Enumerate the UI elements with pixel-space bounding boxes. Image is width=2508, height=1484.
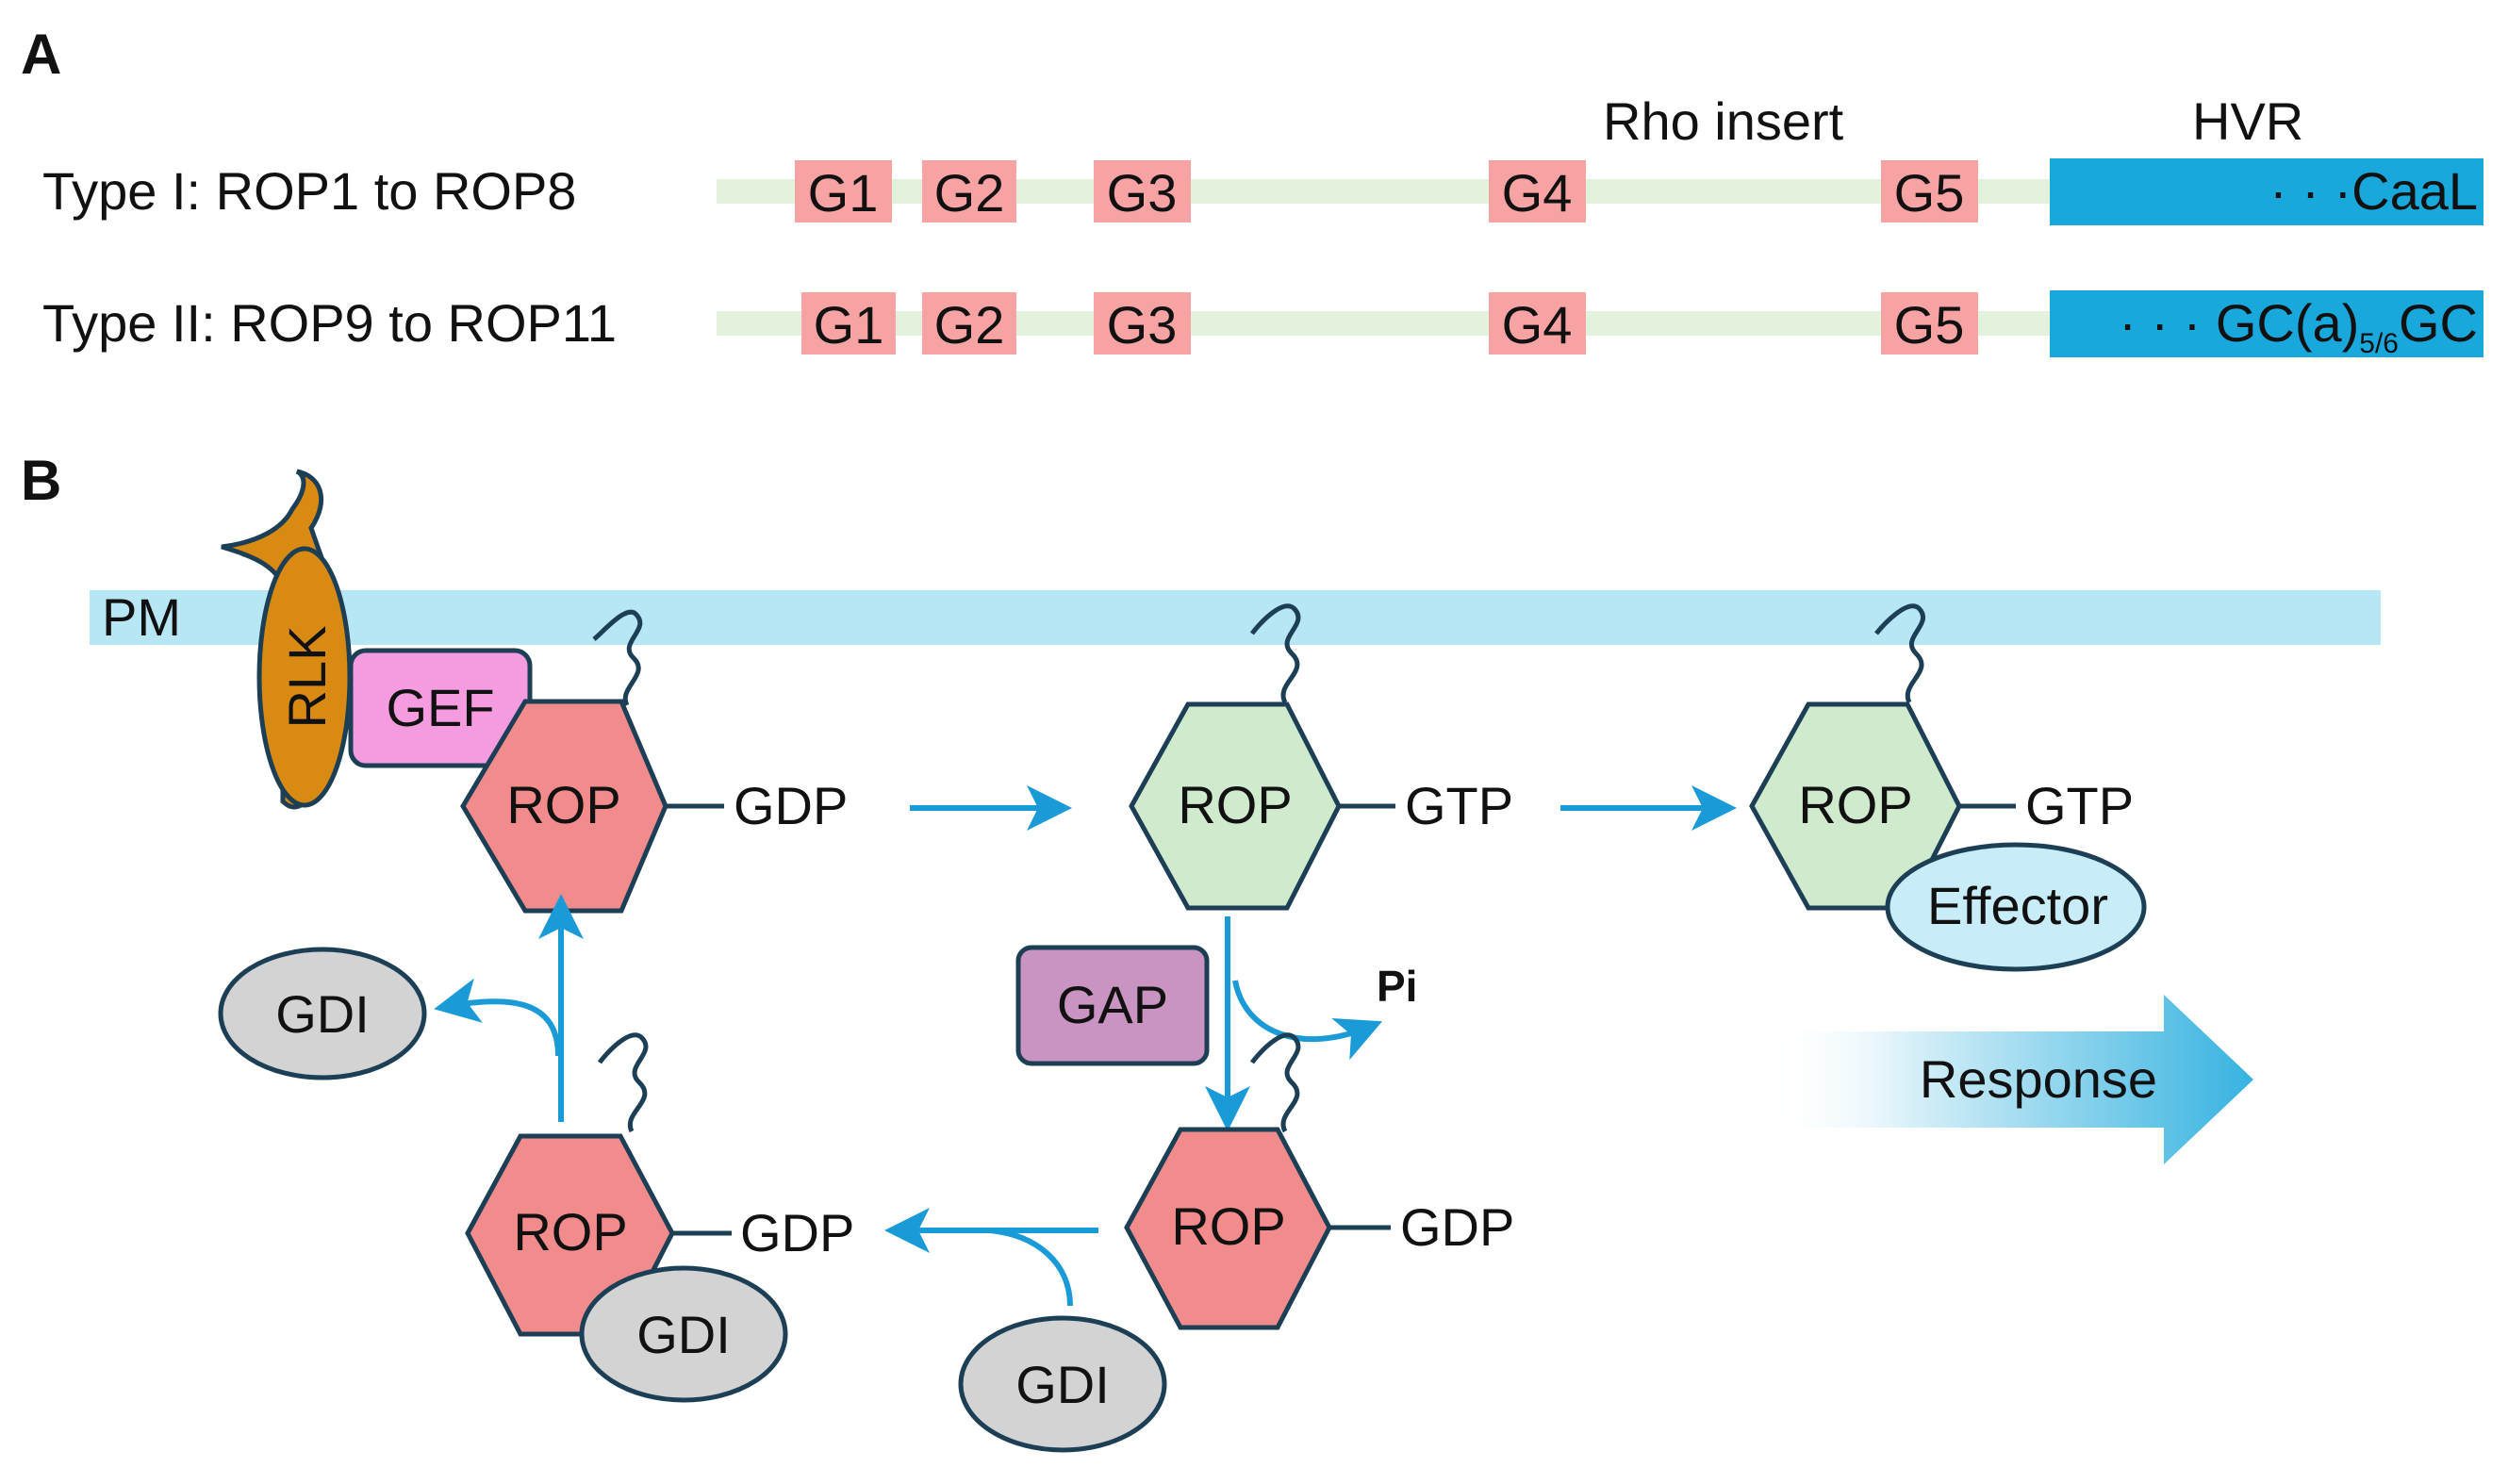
plasma-membrane <box>90 590 2381 645</box>
panel-b: B PM RLK GEF ROP GDP ROP <box>21 449 2381 1453</box>
pi-release-arrow <box>1232 980 1383 1061</box>
gtp-label: GTP <box>2025 776 2134 835</box>
g2-motif: G2 <box>922 292 1016 355</box>
gdi-label: GDI <box>1015 1355 1110 1414</box>
svg-text:G4: G4 <box>1502 295 1573 355</box>
rop-label: ROP <box>1178 775 1292 834</box>
svg-text:G1: G1 <box>808 163 879 223</box>
gap-label: GAP <box>1057 975 1168 1034</box>
gdp-label: GDP <box>1400 1197 1514 1257</box>
panel-a: A Rho insert HVR Type I: ROP1 to ROP8 G1… <box>21 23 2483 359</box>
rop-gtp: ROP GTP <box>1129 603 1513 911</box>
type-ii-hvr-box <box>2050 290 2483 357</box>
svg-text:G5: G5 <box>1894 295 1965 355</box>
svg-text:G2: G2 <box>934 295 1005 355</box>
lipid-tail <box>1874 603 1926 704</box>
g1-motif: G1 <box>795 160 892 223</box>
rop-label: ROP <box>506 775 620 834</box>
type-i-row: Type I: ROP1 to ROP8 G1 G2 G3 G4 G5 · · … <box>42 158 2483 225</box>
g3-motif: G3 <box>1094 160 1191 223</box>
g2-motif: G2 <box>922 160 1016 223</box>
g4-motif: G4 <box>1489 160 1586 223</box>
rop-gtp-effector-complex: ROP GTP Effector <box>1749 603 2147 972</box>
lipid-tail <box>1249 603 1301 704</box>
type-ii-hvr-text: · · · GC(a)5/6GC <box>2119 293 2478 359</box>
effector: Effector <box>1885 842 2147 972</box>
rop-gdp-gef-complex: ROP GDP <box>460 609 848 914</box>
type-ii-backbone <box>717 311 2055 336</box>
gap-box: GAP <box>1015 945 1210 1066</box>
response-arrow: Response <box>1768 995 2253 1164</box>
type-i-hvr-box <box>2050 158 2483 225</box>
rlk-label: RLK <box>277 626 337 729</box>
rop-label: ROP <box>513 1202 627 1261</box>
pi-label: Pi <box>1377 962 1417 1011</box>
response-label: Response <box>1920 1049 2157 1109</box>
gdi-free: GDI <box>958 1315 1167 1453</box>
svg-text:G5: G5 <box>1894 163 1965 223</box>
svg-text:G2: G2 <box>934 163 1005 223</box>
gdi-released: GDI <box>218 947 427 1080</box>
g1-motif: G1 <box>801 292 896 355</box>
type-ii-row: Type II: ROP9 to ROP11 G1 G2 G3 G4 G5 · … <box>42 290 2483 359</box>
lipid-tail <box>597 1032 649 1133</box>
rop-label: ROP <box>1171 1196 1285 1256</box>
svg-text:G3: G3 <box>1107 163 1178 223</box>
rop-gdp-inactive: ROP GDP <box>1124 1032 1514 1330</box>
panel-b-letter: B <box>21 449 61 512</box>
type-i-hvr-text: · · ·CaaL <box>2269 161 2478 221</box>
gdi-dissociation-arrow <box>434 978 561 1057</box>
gdi-bound: GDI <box>579 1265 788 1403</box>
gdp-label: GDP <box>734 776 848 835</box>
effector-label: Effector <box>1927 876 2108 935</box>
lipid-tail <box>1249 1032 1301 1133</box>
gdi-label: GDI <box>275 984 370 1044</box>
g4-motif: G4 <box>1489 292 1586 355</box>
rlk-receptor: RLK <box>221 469 353 810</box>
gtp-label: GTP <box>1405 776 1513 835</box>
hvr-label: HVR <box>2192 91 2303 151</box>
g5-motif: G5 <box>1881 160 1978 223</box>
panel-a-letter: A <box>21 23 61 86</box>
pm-label: PM <box>102 587 181 647</box>
gef-box: GEF <box>348 648 533 768</box>
type-ii-label: Type II: ROP9 to ROP11 <box>42 293 617 353</box>
svg-text:G4: G4 <box>1502 163 1573 223</box>
type-i-backbone <box>717 179 2055 204</box>
gdi-join-curve <box>989 1228 1073 1307</box>
g5-motif: G5 <box>1881 292 1978 355</box>
gdi-label: GDI <box>636 1305 731 1364</box>
type-i-label: Type I: ROP1 to ROP8 <box>42 161 576 221</box>
svg-text:G3: G3 <box>1107 295 1178 355</box>
rho-insert-label: Rho insert <box>1603 91 1844 151</box>
rop-gdp-gdi-complex: ROP GDP GDI <box>465 1032 854 1403</box>
lipid-tail <box>592 609 643 707</box>
gef-label: GEF <box>386 678 494 737</box>
svg-text:G1: G1 <box>814 295 884 355</box>
rop-label: ROP <box>1798 775 1912 834</box>
gdp-label: GDP <box>740 1203 854 1262</box>
g3-motif: G3 <box>1094 292 1191 355</box>
